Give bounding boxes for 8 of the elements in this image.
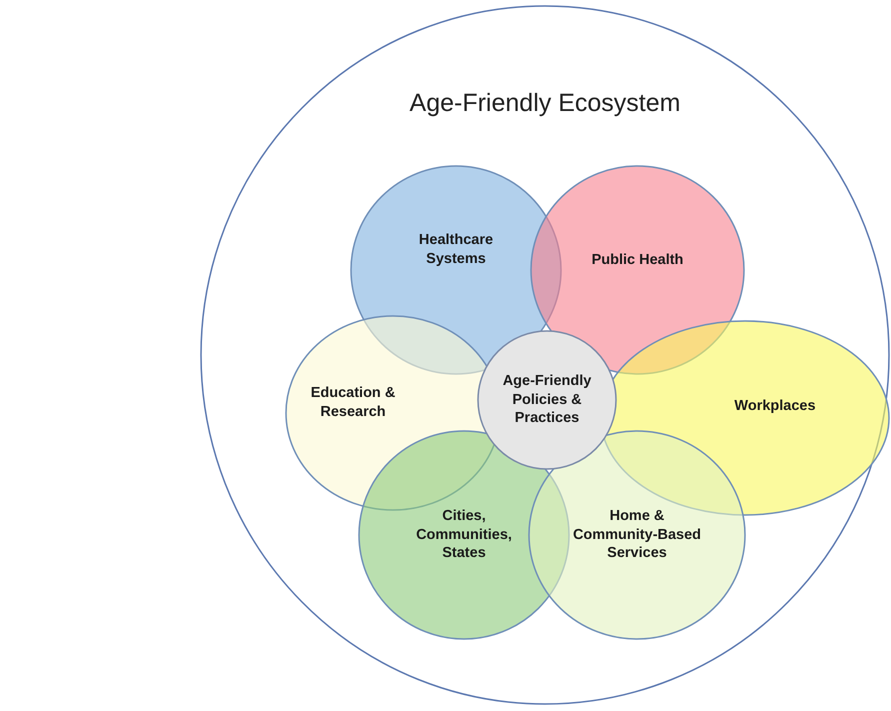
circle-label: Home & Community-Based Services (572, 506, 702, 564)
circle-label: Education & Research (310, 384, 396, 422)
circle-label: Age-Friendly Policies & Practices (502, 372, 592, 428)
circle-label: Workplaces (733, 396, 817, 416)
circle-label: Cities, Communities, States (415, 506, 513, 564)
ecosystem-heading: Age-Friendly Ecosystem (408, 89, 682, 118)
circle-label: Public Health (590, 250, 684, 270)
circle-label: Healthcare Systems (418, 231, 494, 269)
